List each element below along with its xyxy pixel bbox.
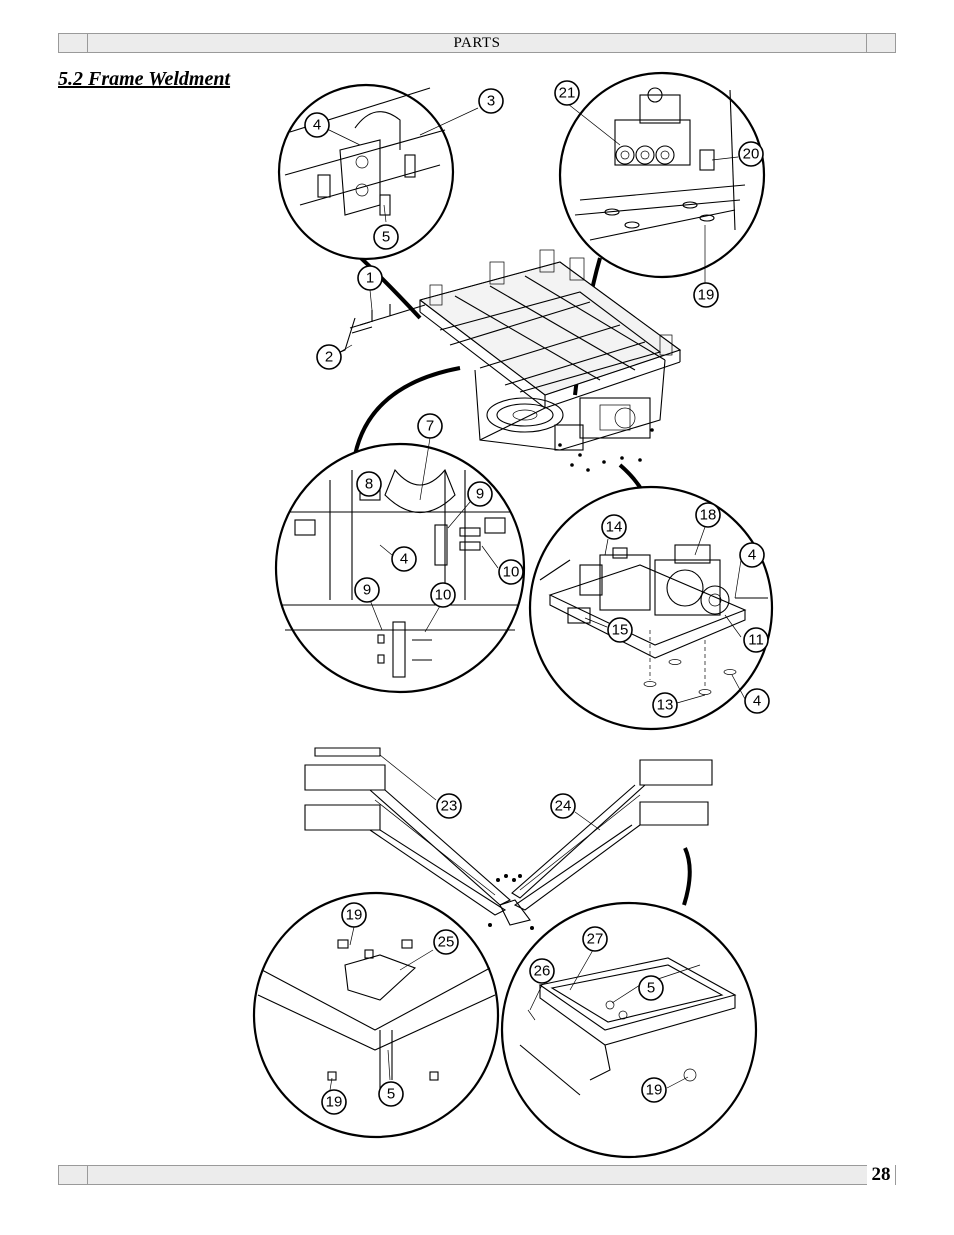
callout-25: 25 (433, 929, 459, 955)
header-title: PARTS (453, 35, 501, 51)
callout-20: 20 (738, 141, 764, 167)
svg-text:10: 10 (435, 587, 452, 604)
callout-10-upper: 10 (498, 559, 524, 585)
callout-13: 13 (652, 692, 678, 718)
callout-4-wheel: 4 (391, 546, 417, 572)
lower-bracket-assembly (304, 747, 713, 930)
callout-5-hitch: 5 (373, 224, 399, 250)
svg-text:7: 7 (426, 418, 434, 435)
callout-18: 18 (695, 502, 721, 528)
section-title: 5.2 Frame Weldment (58, 68, 231, 90)
callout-10-lower: 10 (430, 582, 456, 608)
header-band: PARTS (58, 33, 896, 53)
callout-5-joint: 5 (378, 1081, 404, 1107)
callouts: 3 4 5 21 20 19 1 2 7 8 9 10 4 9 10 14 18… (304, 80, 770, 1115)
callout-7: 7 (417, 413, 443, 439)
svg-text:8: 8 (365, 476, 373, 493)
callout-19-joint-top: 19 (341, 902, 367, 928)
callout-4-hitch: 4 (304, 112, 330, 138)
footer-left-cell (59, 1166, 88, 1184)
svg-text:4: 4 (748, 547, 756, 564)
header-right-cell (866, 34, 895, 52)
callout-19-end: 19 (641, 1077, 667, 1103)
parts-1-2-rods (337, 304, 426, 354)
callout-1: 1 (357, 265, 383, 291)
detail-circle-bracket-end (500, 901, 758, 1159)
svg-text:21: 21 (559, 85, 576, 102)
svg-text:5: 5 (387, 1086, 395, 1103)
svg-text:5: 5 (382, 229, 390, 246)
svg-text:4: 4 (753, 693, 761, 710)
callout-23: 23 (436, 793, 462, 819)
callout-27: 27 (582, 926, 608, 952)
header-left-cell (59, 34, 88, 52)
svg-text:2: 2 (325, 349, 333, 366)
callout-leader-lines (324, 103, 746, 1091)
svg-text:4: 4 (313, 117, 321, 134)
callout-14: 14 (601, 514, 627, 540)
svg-text:1: 1 (366, 270, 374, 287)
svg-text:14: 14 (606, 519, 623, 536)
svg-text:10: 10 (503, 564, 520, 581)
svg-text:27: 27 (587, 931, 604, 948)
callout-4-engine-bottom: 4 (744, 688, 770, 714)
svg-text:26: 26 (534, 963, 551, 980)
callout-21: 21 (554, 80, 580, 106)
callout-8: 8 (356, 471, 382, 497)
callout-3: 3 (478, 88, 504, 114)
detail-circle-valve (558, 71, 766, 279)
svg-text:11: 11 (748, 632, 764, 649)
callout-19-joint-bottom: 19 (321, 1089, 347, 1115)
callout-2: 2 (316, 344, 342, 370)
svg-text:20: 20 (743, 146, 760, 163)
callout-11: 11 (743, 627, 769, 653)
callout-4-engine-top: 4 (739, 542, 765, 568)
main-frame-assembly (419, 249, 682, 472)
detail-circle-bracket-joint (252, 891, 500, 1139)
svg-text:4: 4 (400, 551, 408, 568)
svg-text:19: 19 (326, 1094, 343, 1111)
callout-9-upper: 9 (467, 481, 493, 507)
callout-5-end: 5 (638, 975, 664, 1001)
svg-text:9: 9 (476, 486, 484, 503)
svg-text:24: 24 (555, 798, 572, 815)
svg-text:3: 3 (487, 93, 495, 110)
svg-text:5: 5 (647, 980, 655, 997)
svg-text:23: 23 (441, 798, 458, 815)
callout-15: 15 (607, 617, 633, 643)
svg-text:18: 18 (700, 507, 717, 524)
svg-text:19: 19 (698, 287, 715, 304)
svg-text:25: 25 (438, 934, 455, 951)
svg-text:13: 13 (657, 697, 674, 714)
svg-text:19: 19 (346, 907, 363, 924)
detail-circle-hitch (277, 83, 455, 261)
svg-text:9: 9 (363, 582, 371, 599)
detail-circle-engine (528, 485, 774, 731)
page-number: 28 (867, 1164, 895, 1186)
callout-9-lower: 9 (354, 577, 380, 603)
footer-band: 28 (58, 1164, 896, 1186)
svg-text:15: 15 (612, 622, 629, 639)
svg-text:19: 19 (646, 1082, 663, 1099)
callout-26: 26 (529, 958, 555, 984)
callout-19-valve: 19 (693, 282, 719, 308)
callout-24: 24 (550, 793, 576, 819)
